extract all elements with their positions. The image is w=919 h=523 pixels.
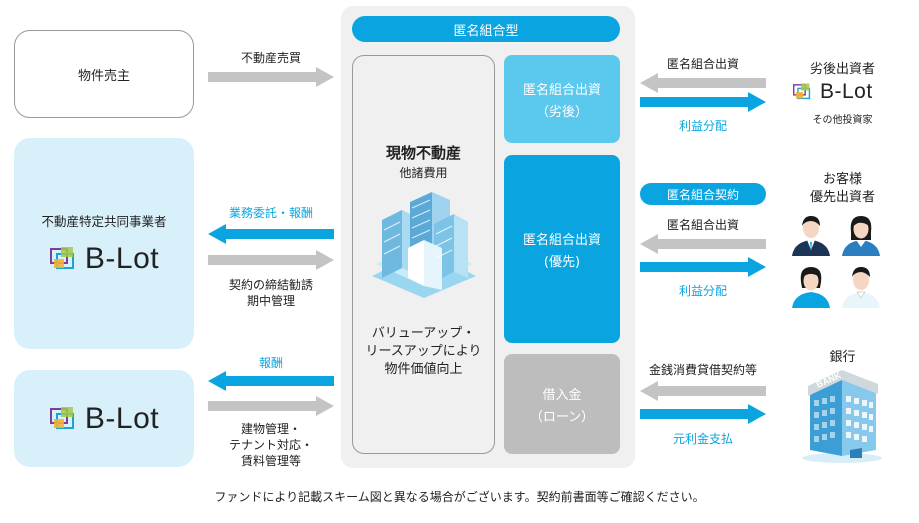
seller-box: 物件売主 [14,30,194,118]
subordinated-equity-box: 匿名組合出資 （劣後） [504,55,620,143]
scheme-header: 匿名組合型 [352,16,620,42]
contract-arrow [208,250,334,270]
sub-invest-arrow [640,73,766,93]
loan-paren: （ローン） [529,409,595,425]
senior-invest-arrow [640,234,766,254]
sub-investor-logo-text: B-Lot [820,80,873,103]
loan-repay-arrow [640,404,766,424]
property-title: 現物不動産 [385,144,461,162]
property-note-2: リースアップにより [365,344,482,359]
operator-logo-text: B-Lot [84,242,160,275]
person-icon [838,262,884,308]
blot-logo-icon [49,247,74,269]
person-icon [838,210,884,256]
mgmt-label-3: 賃料管理等 [240,454,301,468]
senior-profit-label: 利益分配 [678,284,727,298]
property-note-1: バリューアップ・ [371,326,476,341]
mgmt-label-2: テナント対応・ [228,438,313,452]
loan-contract-arrow [640,381,766,401]
property-sub: 他諸費用 [399,166,448,180]
senior-equity-title: 匿名組合出資 [522,232,601,248]
sub-investor-blot-logo: B-Lot [792,80,873,104]
loan-box: 借入金 （ローン） [504,354,620,454]
senior-profit-arrow [640,257,766,277]
loan-title: 借入金 [542,387,582,403]
mgmt-arrow [208,396,334,416]
contract-label-2: 期中管理 [246,294,295,308]
footnote: ファンドにより記載スキーム図と異なる場合がございます。契約前書面等ご確認ください… [214,490,705,504]
consign-label: 業務委託・報酬 [228,206,313,220]
sub-investor-other: その他投資家 [812,115,873,126]
building-icon [372,192,476,298]
sub-profit-arrow [640,92,766,112]
consign-arrow [208,224,334,244]
sub-profit-label: 利益分配 [678,119,727,133]
operator-blot-logo: B-Lot [49,242,159,276]
loan-repay-label: 元利金支払 [672,432,733,446]
reward-arrow [208,371,334,391]
mgmt-label-1: 建物管理・ [240,422,301,436]
property-note-3: 物件価値向上 [384,362,463,377]
contract-badge-label: 匿名組合契約 [666,187,739,202]
contract-label-1: 契約の締結勧誘 [228,278,313,292]
bank-icon: BANK [802,370,882,463]
purchase-label: 不動産売買 [240,51,301,65]
blot-logo-icon [49,406,74,429]
contract-badge: 匿名組合契約 [640,183,766,205]
loan-contract-label: 金銭消費貸借契約等 [648,363,757,377]
person-icon [788,262,834,308]
bank-title: 銀行 [829,350,856,365]
sub-investor-title: 劣後出資者 [809,62,875,77]
subordinated-equity-title: 匿名組合出資 [522,82,601,98]
manager-box: B-Lot [14,370,194,467]
sub-invest-label: 匿名組合出資 [666,57,739,71]
senior-invest-label: 匿名組合出資 [666,218,739,232]
scheme-header-label: 匿名組合型 [453,23,519,39]
senior-investor-title-1: お客様 [822,172,862,187]
senior-equity-paren: (優先) [543,254,581,270]
manager-blot-logo: B-Lot [49,402,159,436]
senior-equity-box: 匿名組合出資 (優先) [504,155,620,343]
person-icon [788,210,834,256]
reward-label: 報酬 [258,356,283,370]
blot-logo-icon [793,83,811,100]
operator-label: 不動産特定共同事業者 [41,214,167,229]
seller-label: 物件売主 [77,68,130,84]
manager-logo-text: B-Lot [84,401,160,435]
purchase-arrow [208,67,334,87]
operator-box: 不動産特定共同事業者 B-Lot [14,138,194,349]
senior-investor-title-2: 優先出資者 [809,190,875,205]
subordinated-equity-paren: （劣後） [535,104,588,120]
